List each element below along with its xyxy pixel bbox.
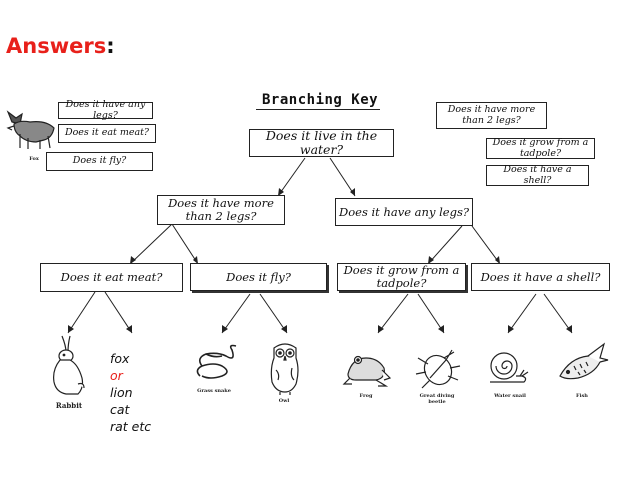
answer-item: fox [110, 351, 130, 366]
fox-icon [6, 110, 55, 149]
frog-icon [342, 355, 392, 387]
card-tadpole: Does it grow from a tadpole? [486, 137, 595, 159]
answer-item: cat [110, 402, 130, 417]
fish-icon [559, 342, 609, 380]
caption-rabbit: Rabbit [55, 401, 83, 410]
caption-great-diving-beetle: Great diving beetle [419, 393, 455, 405]
answers-heading: Answers: [6, 34, 115, 58]
rabbit-icon [53, 335, 85, 395]
card-any-legs: Does it have any legs? [58, 99, 153, 120]
answers-heading-colon: : [106, 34, 115, 58]
question-eat-meat: Does it eat meat? [40, 263, 183, 292]
question-root: Does it live in the water? [249, 129, 394, 157]
beetle-icon [415, 349, 461, 389]
snake-icon [196, 344, 237, 379]
question-tadpole: Does it grow from a tadpole? [337, 263, 466, 291]
caption-frog: Frog [359, 393, 373, 399]
caption-grass-snake: Grass snake [197, 388, 231, 394]
caption-water-snail: Water snail [494, 393, 526, 399]
answer-item: rat etc [110, 419, 152, 434]
caption-owl: Owl [278, 398, 290, 404]
answer-list: fox or lion cat rat etc [110, 350, 151, 435]
answers-heading-word: Answers [6, 34, 107, 58]
card-more-than-2-legs: Does it have more than 2 legs? [436, 102, 547, 129]
question-any-legs: Does it have any legs? [335, 198, 473, 226]
key-title: Branching Key [262, 92, 379, 108]
title-underline [256, 109, 380, 110]
owl-icon [270, 343, 299, 395]
snail-icon [490, 352, 529, 383]
caption-fox: Fox [29, 156, 39, 162]
question-shell: Does it have a shell? [471, 263, 610, 291]
question-more-than-2-legs: Does it have more than 2 legs? [157, 195, 285, 225]
caption-fish: Fish [576, 393, 588, 399]
answer-item: lion [110, 385, 133, 400]
card-eat-meat: Does it eat meat? [58, 124, 156, 143]
question-fly: Does it fly? [190, 263, 327, 291]
card-fly: Does it fly? [46, 152, 153, 171]
answer-item: or [110, 368, 123, 383]
card-shell: Does it have a shell? [486, 164, 589, 186]
